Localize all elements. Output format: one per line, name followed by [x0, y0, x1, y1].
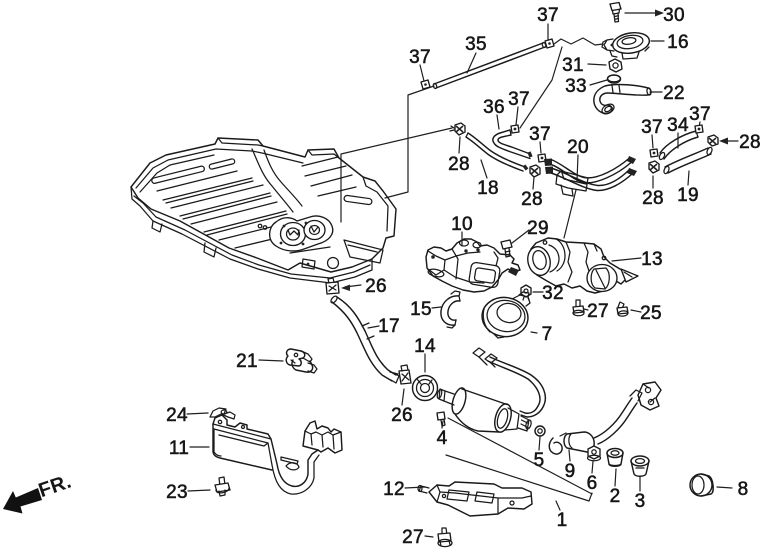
- svg-text:22: 22: [663, 83, 685, 104]
- svg-text:7: 7: [542, 324, 553, 345]
- svg-text:14: 14: [414, 336, 436, 357]
- svg-text:12: 12: [383, 479, 405, 500]
- svg-text:10: 10: [451, 214, 473, 235]
- svg-text:37: 37: [537, 5, 559, 26]
- svg-text:9: 9: [565, 461, 576, 482]
- svg-text:28: 28: [448, 154, 470, 175]
- svg-text:24: 24: [166, 405, 188, 426]
- svg-text:25: 25: [640, 303, 662, 324]
- svg-text:2: 2: [610, 486, 621, 507]
- svg-text:31: 31: [562, 55, 584, 76]
- svg-text:27: 27: [587, 301, 609, 322]
- svg-text:17: 17: [378, 316, 400, 337]
- svg-text:6: 6: [587, 473, 598, 494]
- svg-text:33: 33: [565, 76, 587, 97]
- svg-text:8: 8: [738, 479, 749, 500]
- svg-text:37: 37: [529, 124, 551, 145]
- svg-text:37: 37: [409, 47, 431, 68]
- svg-text:13: 13: [641, 249, 663, 270]
- svg-text:28: 28: [521, 189, 543, 210]
- svg-text:3: 3: [635, 491, 646, 512]
- svg-text:34: 34: [667, 115, 689, 136]
- svg-text:35: 35: [465, 34, 487, 55]
- svg-text:11: 11: [169, 438, 189, 459]
- svg-text:21: 21: [236, 351, 258, 372]
- svg-text:1: 1: [557, 510, 568, 531]
- svg-text:16: 16: [667, 32, 689, 53]
- svg-text:32: 32: [542, 283, 564, 304]
- svg-text:23: 23: [166, 482, 188, 503]
- svg-text:26: 26: [391, 405, 413, 426]
- svg-text:26: 26: [365, 276, 387, 297]
- svg-text:15: 15: [410, 299, 432, 320]
- svg-text:28: 28: [739, 132, 761, 153]
- svg-text:18: 18: [477, 178, 499, 199]
- svg-text:5: 5: [534, 450, 545, 471]
- svg-text:19: 19: [677, 185, 699, 206]
- svg-text:28: 28: [642, 188, 664, 209]
- svg-text:37: 37: [508, 89, 530, 110]
- svg-text:36: 36: [483, 97, 505, 118]
- svg-text:37: 37: [641, 117, 663, 138]
- svg-text:30: 30: [663, 5, 685, 26]
- svg-text:20: 20: [567, 137, 589, 158]
- svg-text:4: 4: [437, 428, 448, 449]
- svg-text:27: 27: [402, 527, 424, 548]
- svg-text:37: 37: [689, 104, 711, 125]
- svg-text:29: 29: [527, 218, 549, 239]
